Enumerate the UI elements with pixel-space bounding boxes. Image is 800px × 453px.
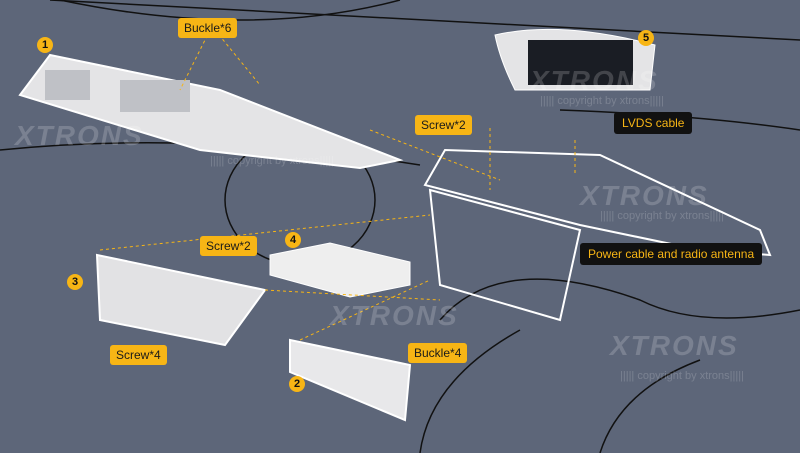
- watermark-logo: XTRONS: [330, 300, 459, 331]
- watermark-logo: XTRONS: [530, 65, 659, 96]
- climate-panel: [95, 253, 267, 347]
- watermark-logo: XTRONS: [580, 180, 709, 211]
- screen-panel: [528, 40, 633, 85]
- part-number-2: 2: [289, 376, 305, 392]
- label-screw-2-left: Screw*2: [200, 236, 257, 256]
- callout-lvds-cable: LVDS cable: [614, 112, 693, 134]
- console-frame: [428, 188, 582, 322]
- part-number-4: 4: [285, 232, 301, 248]
- label-buckle-6: Buckle*6: [178, 18, 238, 38]
- label-screw-4: Screw*4: [110, 345, 167, 365]
- label-buckle-4: Buckle*4: [408, 343, 468, 363]
- callout-power-cable: Power cable and radio antenna: [580, 243, 763, 265]
- watermark-logo: XTRONS: [610, 330, 739, 361]
- watermark-logo: XTRONS: [15, 120, 144, 151]
- radio-unit: [269, 242, 411, 298]
- watermark-copyright: ||||| copyright by xtrons|||||: [540, 95, 664, 107]
- watermark-copyright: ||||| copyright by xtrons|||||: [210, 155, 334, 167]
- part-number-1: 1: [37, 37, 53, 53]
- watermark-copyright: ||||| copyright by xtrons|||||: [620, 370, 744, 382]
- air-vents: [45, 70, 190, 112]
- dash-frame: [423, 148, 772, 257]
- part-number-3: 3: [67, 274, 83, 290]
- part-number-5: 5: [638, 30, 654, 46]
- label-screw-2-top: Screw*2: [415, 115, 472, 135]
- guide-lines: [99, 29, 576, 341]
- watermark-copyright: ||||| copyright by xtrons|||||: [600, 210, 724, 222]
- lower-trim: [289, 338, 412, 422]
- upper-dash-trim: [18, 53, 404, 170]
